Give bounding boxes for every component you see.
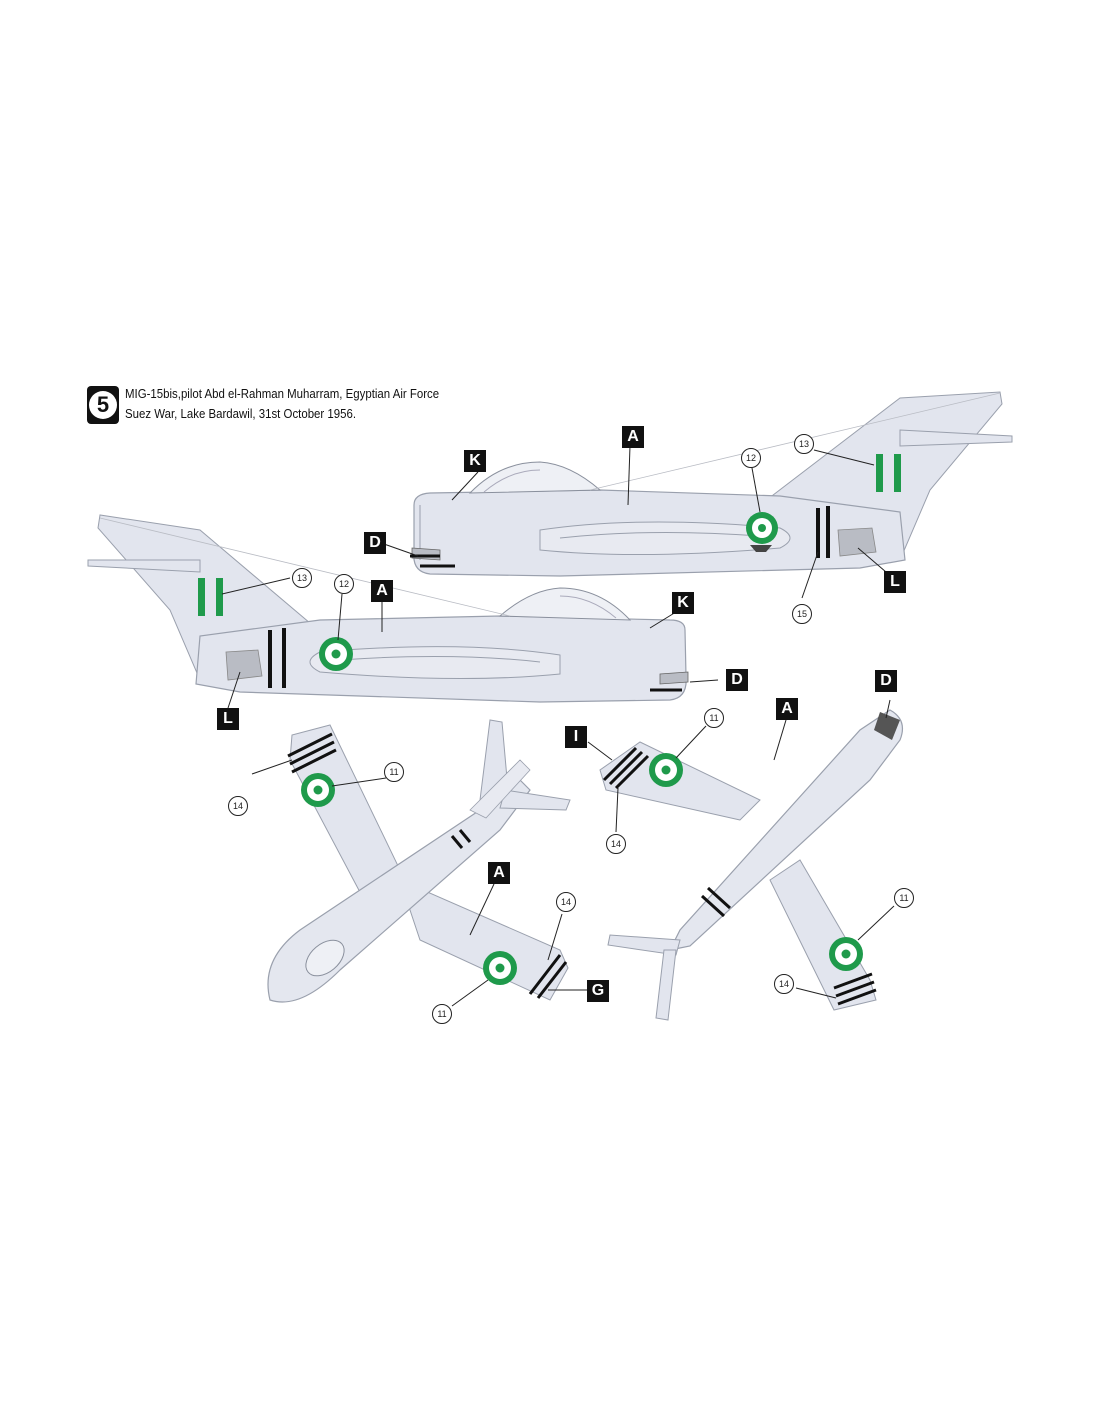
bottom-view-aircraft <box>587 699 903 1021</box>
callout-K: K <box>464 450 486 472</box>
callout-12: 12 <box>334 574 354 594</box>
callout-11: 11 <box>384 762 404 782</box>
left-profile-aircraft <box>87 514 719 709</box>
callout-A: A <box>622 426 644 448</box>
callout-G: G <box>587 980 609 1002</box>
right-profile-aircraft <box>383 391 1013 599</box>
top-view-aircraft <box>251 719 588 1007</box>
callout-14: 14 <box>774 974 794 994</box>
callout-D: D <box>875 670 897 692</box>
callout-12: 12 <box>741 448 761 468</box>
callout-14: 14 <box>606 834 626 854</box>
callout-A: A <box>371 580 393 602</box>
callout-13: 13 <box>292 568 312 588</box>
callout-11: 11 <box>894 888 914 908</box>
callout-L: L <box>884 571 906 593</box>
callout-D: D <box>364 532 386 554</box>
callout-D: D <box>726 669 748 691</box>
callout-11: 11 <box>432 1004 452 1024</box>
profile-number-badge: 5 <box>87 386 119 424</box>
profile-number: 5 <box>89 391 117 419</box>
caption-line-1: MIG-15bis,pilot Abd el-Rahman Muharram, … <box>125 386 440 401</box>
callout-A: A <box>488 862 510 884</box>
callout-13: 13 <box>794 434 814 454</box>
callout-14: 14 <box>556 892 576 912</box>
callout-A: A <box>776 698 798 720</box>
callout-14: 14 <box>228 796 248 816</box>
callout-L: L <box>217 708 239 730</box>
caption-line-2: Suez War, Lake Bardawil, 31st October 19… <box>125 406 357 421</box>
callout-K: K <box>672 592 694 614</box>
profile-caption: MIG-15bis,pilot Abd el-Rahman Muharram, … <box>125 384 439 424</box>
callout-15: 15 <box>792 604 812 624</box>
callout-11: 11 <box>704 708 724 728</box>
callout-I: I <box>565 726 587 748</box>
